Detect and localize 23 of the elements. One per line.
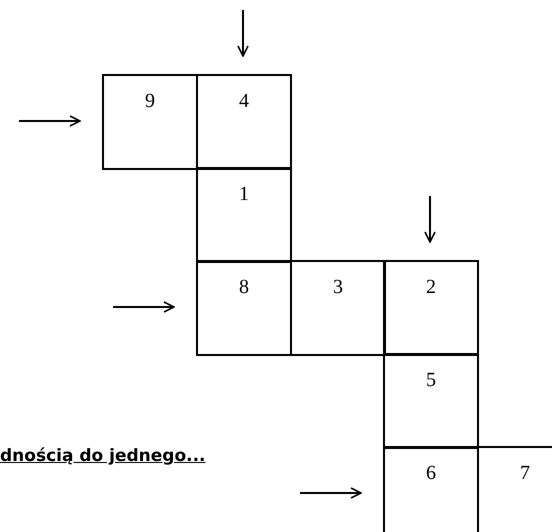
arrow bbox=[19, 115, 81, 127]
arrow bbox=[113, 301, 175, 313]
grid-cell bbox=[196, 260, 292, 356]
clue-number: 3 bbox=[332, 276, 344, 299]
clue-number: 1 bbox=[238, 183, 250, 206]
arrow bbox=[300, 487, 362, 499]
clue-number: 2 bbox=[425, 276, 437, 299]
clue-number: 4 bbox=[238, 90, 250, 113]
grid-cell bbox=[383, 260, 479, 356]
arrow bbox=[237, 10, 249, 57]
note-text: dnością do jednego... bbox=[0, 446, 206, 466]
clue-number: 6 bbox=[425, 462, 437, 485]
grid-cell bbox=[102, 74, 198, 170]
grid-cell bbox=[196, 74, 292, 170]
clue-number: 5 bbox=[425, 369, 437, 392]
grid-cell bbox=[290, 260, 386, 356]
grid-cell bbox=[383, 353, 479, 449]
grid-cell bbox=[383, 446, 479, 532]
arrow bbox=[424, 196, 436, 243]
clue-number: 9 bbox=[144, 90, 156, 113]
clue-number: 8 bbox=[238, 276, 250, 299]
clue-number: 7 bbox=[519, 462, 531, 485]
grid-cell bbox=[196, 167, 292, 263]
